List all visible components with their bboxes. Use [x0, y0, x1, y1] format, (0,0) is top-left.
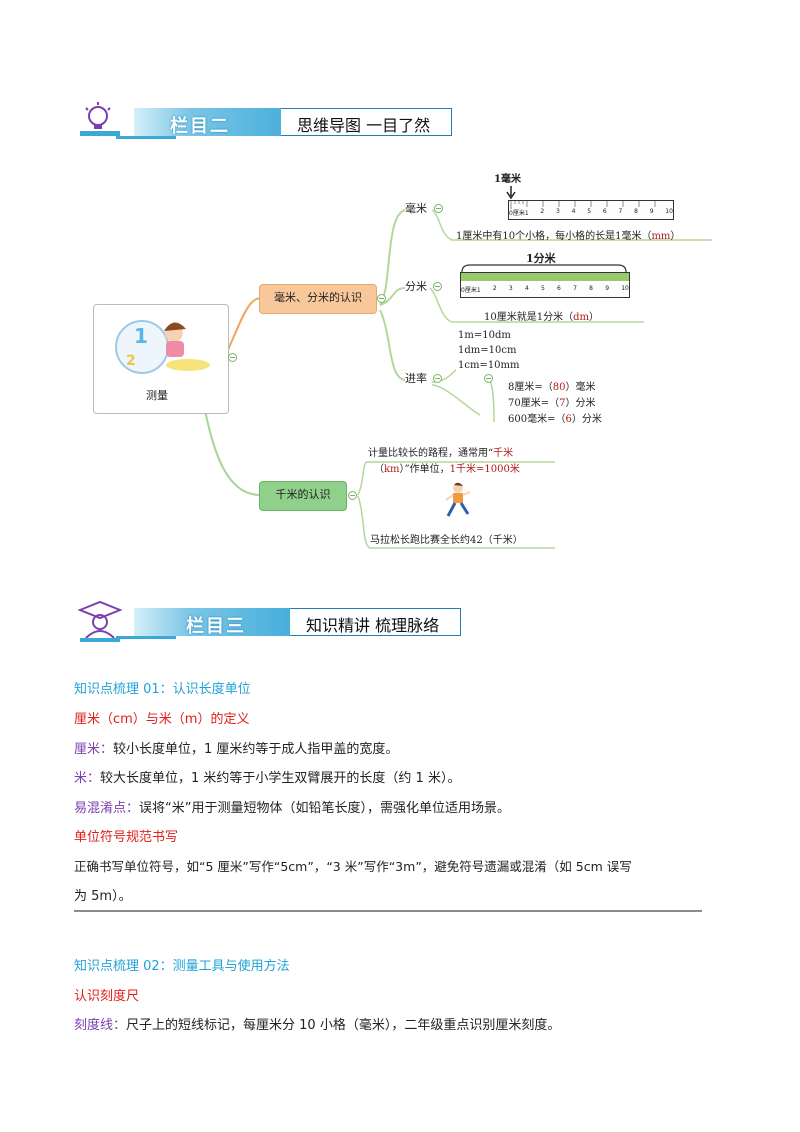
ruler2-tick: 6 [557, 285, 561, 292]
node-km: 千米的认识 [259, 481, 347, 511]
lightbulb-icon [76, 100, 124, 144]
ruler1-tick: 0厘米1 [509, 210, 529, 217]
kids-measuring-illustration: 1 2 [115, 320, 210, 374]
marathon-text: 马拉松长跑比赛全长约42（千米） [370, 535, 523, 546]
svg-text:1: 1 [134, 324, 148, 348]
k1-sub1: 厘米（cm）与米（m）的定义 [74, 712, 250, 727]
k1-sub2: 单位符号规范书写 [74, 830, 179, 845]
ruler1-tick: 6 [602, 208, 607, 215]
node-km-label: 千米的认识 [275, 488, 331, 501]
ruler2-tick: 5 [541, 285, 545, 292]
ruler1-tick: 7 [618, 208, 623, 215]
collapse-icon[interactable] [484, 374, 493, 383]
ruler1-tick: 2 [540, 208, 545, 215]
collapse-icon[interactable] [433, 282, 442, 291]
k1-symbol-line2: 为 5m）。 [74, 889, 132, 904]
mind-map-connectors [204, 209, 712, 549]
collapse-icon[interactable] [433, 374, 442, 383]
rate-label: 进率 [405, 372, 427, 385]
k2-heading: 知识点梳理 02：测量工具与使用方法 [74, 959, 290, 974]
ruler1-tick: 5 [587, 208, 592, 215]
mindmap-root-box: 1 2 测量 [93, 304, 229, 414]
ruler2-tick: 8 [589, 285, 593, 292]
ruler2-tick: 0厘米1 [461, 287, 481, 294]
k1-heading: 知识点梳理 01：认识长度单位 [74, 682, 251, 697]
km-desc-line2: （km）”作单位，1千米=1000米 [374, 464, 520, 475]
section3-banner: 栏目三 知识精讲 梳理脉络 [76, 600, 466, 644]
rate-item: 1cm=10mm [458, 360, 520, 371]
section2-tab-label: 栏目二 [170, 116, 230, 137]
example-2: 70厘米=（7）分米 [508, 398, 596, 409]
mm-label: 毫米 [405, 202, 427, 215]
rate-item: 1m=10dm [458, 330, 511, 341]
collapse-icon[interactable] [434, 204, 443, 213]
section2-subtitle: 思维导图 一目了然 [297, 116, 431, 135]
node-mm-dm-label: 毫米、分米的认识 [274, 291, 362, 304]
ruler2-tick: 7 [573, 285, 577, 292]
divider [74, 910, 702, 912]
ruler1-tick: 8 [634, 208, 638, 215]
ruler1-desc: 1厘米中有10个小格，每小格的长是1毫米（mm） [456, 231, 681, 242]
k2-sub1: 认识刻度尺 [74, 989, 140, 1004]
runner-illustration [445, 482, 471, 517]
ruler2-tick: 9 [605, 285, 610, 292]
k1-m: 米：较大长度单位，1 米约等于小学生双臂展开的长度（约 1 米）。 [74, 771, 461, 786]
svg-text:2: 2 [126, 353, 136, 369]
example-1: 8厘米=（80）毫米 [508, 382, 596, 393]
section2-subtitle-box: 思维导图 一目了然 [281, 108, 452, 136]
section3-subtitle-box: 知识精讲 梳理脉络 [290, 608, 461, 636]
k1-cm: 厘米：较小长度单位，1 厘米约等于成人指甲盖的宽度。 [74, 742, 399, 757]
km-desc-line1: 计量比较长的路程，通常用“千米 [368, 448, 514, 459]
ruler1-title: 1毫米 [494, 174, 521, 185]
section2-banner: 栏目二 思维导图 一目了然 [76, 100, 456, 144]
ruler2-tick: 10 [621, 285, 629, 292]
k1-symbol-line1: 正确书写单位符号，如“5 厘米”写作“5cm”，“3 米”写作“3m”，避免符号… [74, 859, 632, 874]
ruler2-desc: 10厘米就是1分米（dm） [484, 312, 599, 323]
collapse-icon[interactable] [377, 294, 386, 303]
ruler1-tick: 10 [665, 208, 673, 215]
ruler-dm: 0厘米1 2 3 4 5 6 7 8 9 10 [460, 272, 630, 298]
ruler2-tick: 3 [508, 285, 513, 292]
mind-map: 1 2 测量 毫米、分米的认识 千米的认识 毫米 1毫米 [0, 160, 800, 560]
rate-item: 1dm=10cm [458, 345, 517, 356]
example-3: 600毫米=（6）分米 [508, 414, 602, 425]
section3-tab: 栏目三 [134, 608, 316, 636]
ruler1-tick: 3 [556, 208, 560, 215]
collapse-icon[interactable] [348, 491, 357, 500]
arrow-down-icon [506, 186, 516, 200]
ruler-mm: 0厘米1 2 3 4 5 6 7 8 9 10 [508, 200, 674, 220]
section3-tab-label: 栏目三 [186, 616, 246, 637]
k1-mix: 易混淆点：误将“米”用于测量短物体（如铅笔长度），需强化单位适用场景。 [74, 801, 510, 816]
ruler1-tick: 9 [649, 208, 654, 215]
ruler2-tick: 2 [492, 285, 497, 292]
ruler2-tick: 4 [524, 285, 529, 292]
collapse-icon[interactable] [228, 353, 237, 362]
ruler2-title: 1分米 [526, 252, 556, 265]
dm-label: 分米 [405, 280, 427, 293]
section3-subtitle: 知识精讲 梳理脉络 [306, 616, 440, 635]
k2-tick: 刻度线：尺子上的短线标记，每厘米分 10 小格（毫米），二年级重点识别厘米刻度。 [74, 1018, 561, 1033]
mindmap-root-label: 测量 [146, 389, 168, 402]
bracket-icon [461, 264, 627, 273]
ruler1-tick: 4 [571, 208, 576, 215]
node-mm-dm: 毫米、分米的认识 [259, 284, 377, 314]
graduate-icon [76, 600, 124, 644]
